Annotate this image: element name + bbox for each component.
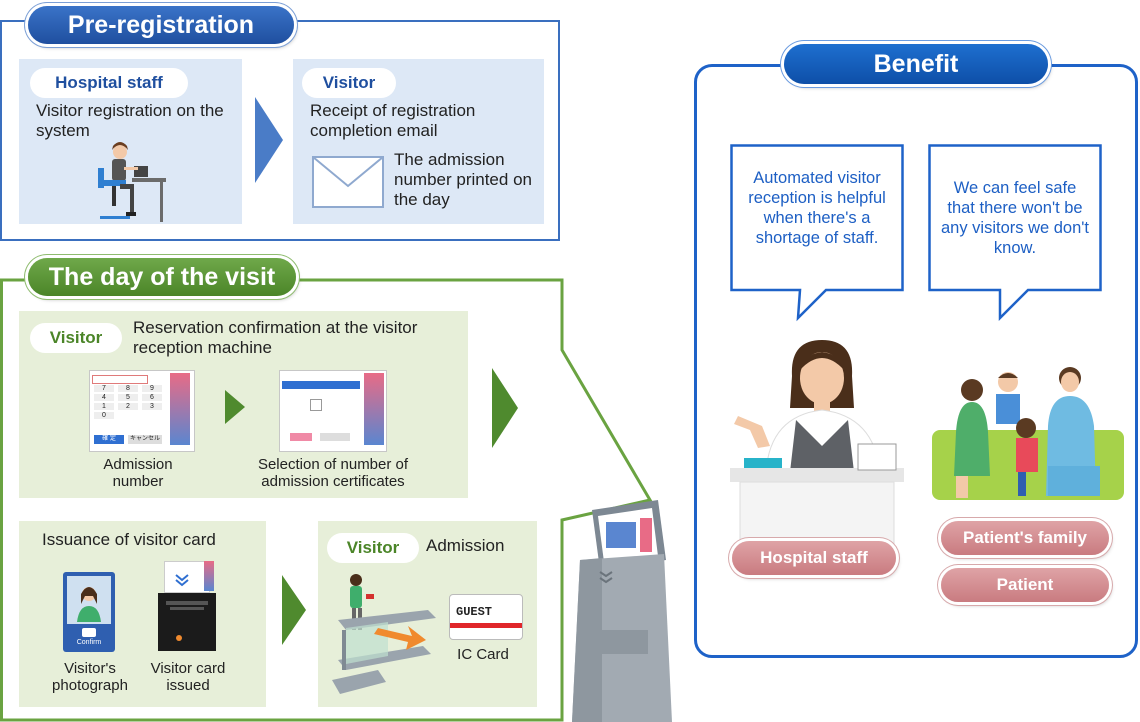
confirm-key: 確 定 <box>94 435 124 444</box>
key-2: 2 <box>118 403 138 410</box>
certificate-count-screen <box>279 370 387 452</box>
reservation-text: Reservation confirmation at the visitor … <box>133 318 418 357</box>
key-5: 5 <box>118 394 138 401</box>
flow-arrow-icon <box>282 575 306 645</box>
ic-card-label: GUEST <box>456 605 493 619</box>
key-8: 8 <box>118 385 138 392</box>
key-1: 1 <box>94 403 114 410</box>
ic-card-caption: IC Card <box>457 646 509 663</box>
admission-number-caption: Admission number <box>103 456 173 490</box>
issuance-panel <box>19 521 266 707</box>
pre-registration-title: Pre-registration <box>28 6 294 44</box>
benefit-title: Benefit <box>784 44 1048 84</box>
photo-caption: Visitor's photograph <box>52 660 128 694</box>
chevron-down-icon <box>175 574 189 587</box>
flow-arrow-icon <box>492 368 518 448</box>
key-0: 0 <box>94 412 114 419</box>
patient-label: Patient <box>941 568 1109 602</box>
email-envelope-icon <box>312 156 384 208</box>
key-3: 3 <box>142 403 162 410</box>
hospital-staff-label: Hospital staff <box>732 541 896 575</box>
key-9: 9 <box>142 385 162 392</box>
staff-role-badge: Hospital staff <box>30 68 188 98</box>
small-flow-arrow-icon <box>225 390 245 424</box>
issuance-title: Issuance of visitor card <box>42 530 216 549</box>
admission-role-badge: Visitor <box>327 533 419 563</box>
patient-family-illustration <box>932 367 1124 500</box>
staff-bubble-text: Automated visitor reception is helpful w… <box>748 169 886 247</box>
staff-at-desk-illustration <box>98 142 166 222</box>
key-6: 6 <box>142 394 162 401</box>
certificate-count-caption: Selection of number of admission certifi… <box>257 456 409 490</box>
flow-arrow-icon <box>255 97 283 183</box>
photo-confirm-label: Confirm <box>76 639 102 646</box>
admission-number-screen: 7 8 9 4 5 6 1 2 3 0 確 定 キャンセル <box>89 370 195 452</box>
admission-text: Admission <box>426 536 505 555</box>
key-7: 7 <box>94 385 114 392</box>
security-gate-illustration <box>332 574 436 694</box>
person-photo-icon <box>77 587 101 622</box>
camera-icon <box>82 628 96 637</box>
receptionist-illustration <box>730 340 904 546</box>
staff-text: Visitor registration on the system <box>36 101 224 140</box>
family-bubble-text: We can feel safe that there won't be any… <box>940 179 1090 257</box>
card-issuer-machine <box>158 561 216 651</box>
card-issued-caption: Visitor card issued <box>150 660 226 694</box>
cancel-key: キャンセル <box>128 435 162 444</box>
family-speech-bubble <box>928 144 1102 322</box>
reception-kiosk-illustration <box>572 500 672 722</box>
patient-family-label: Patient's family <box>941 521 1109 555</box>
reservation-role-badge: Visitor <box>30 323 122 353</box>
visitor-text: Receipt of registration completion email <box>310 101 476 140</box>
admission-number-note: The admission number printed on the day <box>394 150 532 209</box>
day-of-visit-title: The day of the visit <box>28 258 296 296</box>
visitor-role-badge: Visitor <box>302 68 396 98</box>
ic-card: GUEST <box>449 594 523 640</box>
key-4: 4 <box>94 394 114 401</box>
staff-speech-bubble <box>730 144 904 322</box>
visitor-photo-card: Confirm <box>63 572 115 652</box>
